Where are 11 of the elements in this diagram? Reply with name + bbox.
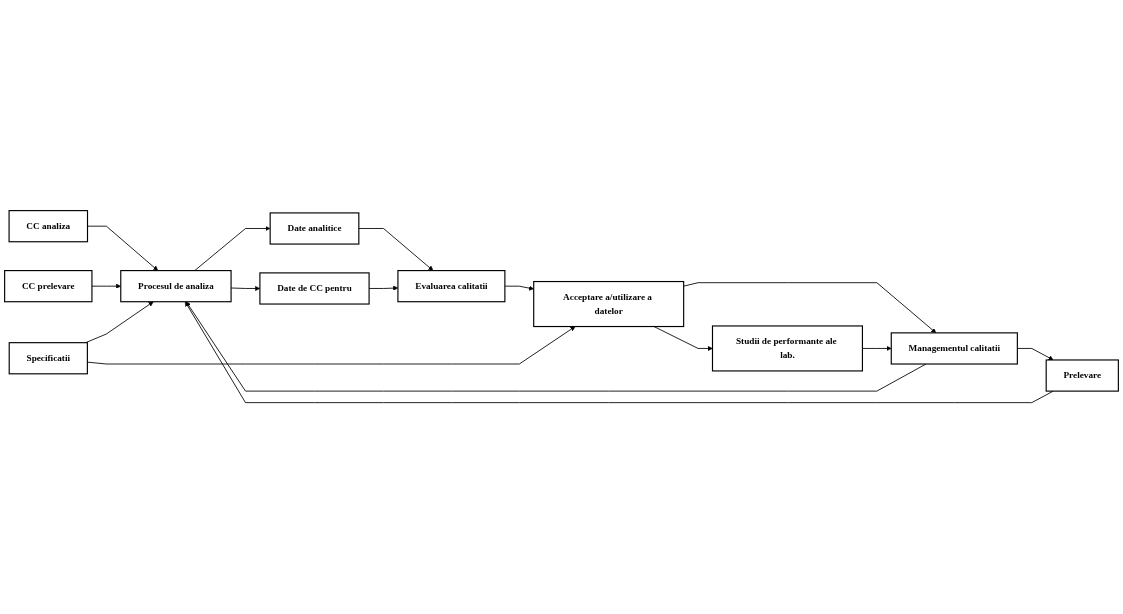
node-box: Managementul calitatii [890,332,1018,365]
node-box: Date analitice [269,212,360,245]
node-box: Acceptare a/utilizare a datelor [533,281,685,328]
node-box: Date de CC pentru [259,272,370,305]
node-box: Evaluarea calitatii [397,270,506,303]
node-box: Procesul de analiza [120,270,232,303]
node-box: Prelevare [1045,359,1119,393]
node-box: Specificatii [8,342,88,375]
node-box: CC prelevare [4,270,93,303]
node-box: CC analiza [8,210,89,243]
node-box: Studii de performante ale lab. [711,325,863,372]
